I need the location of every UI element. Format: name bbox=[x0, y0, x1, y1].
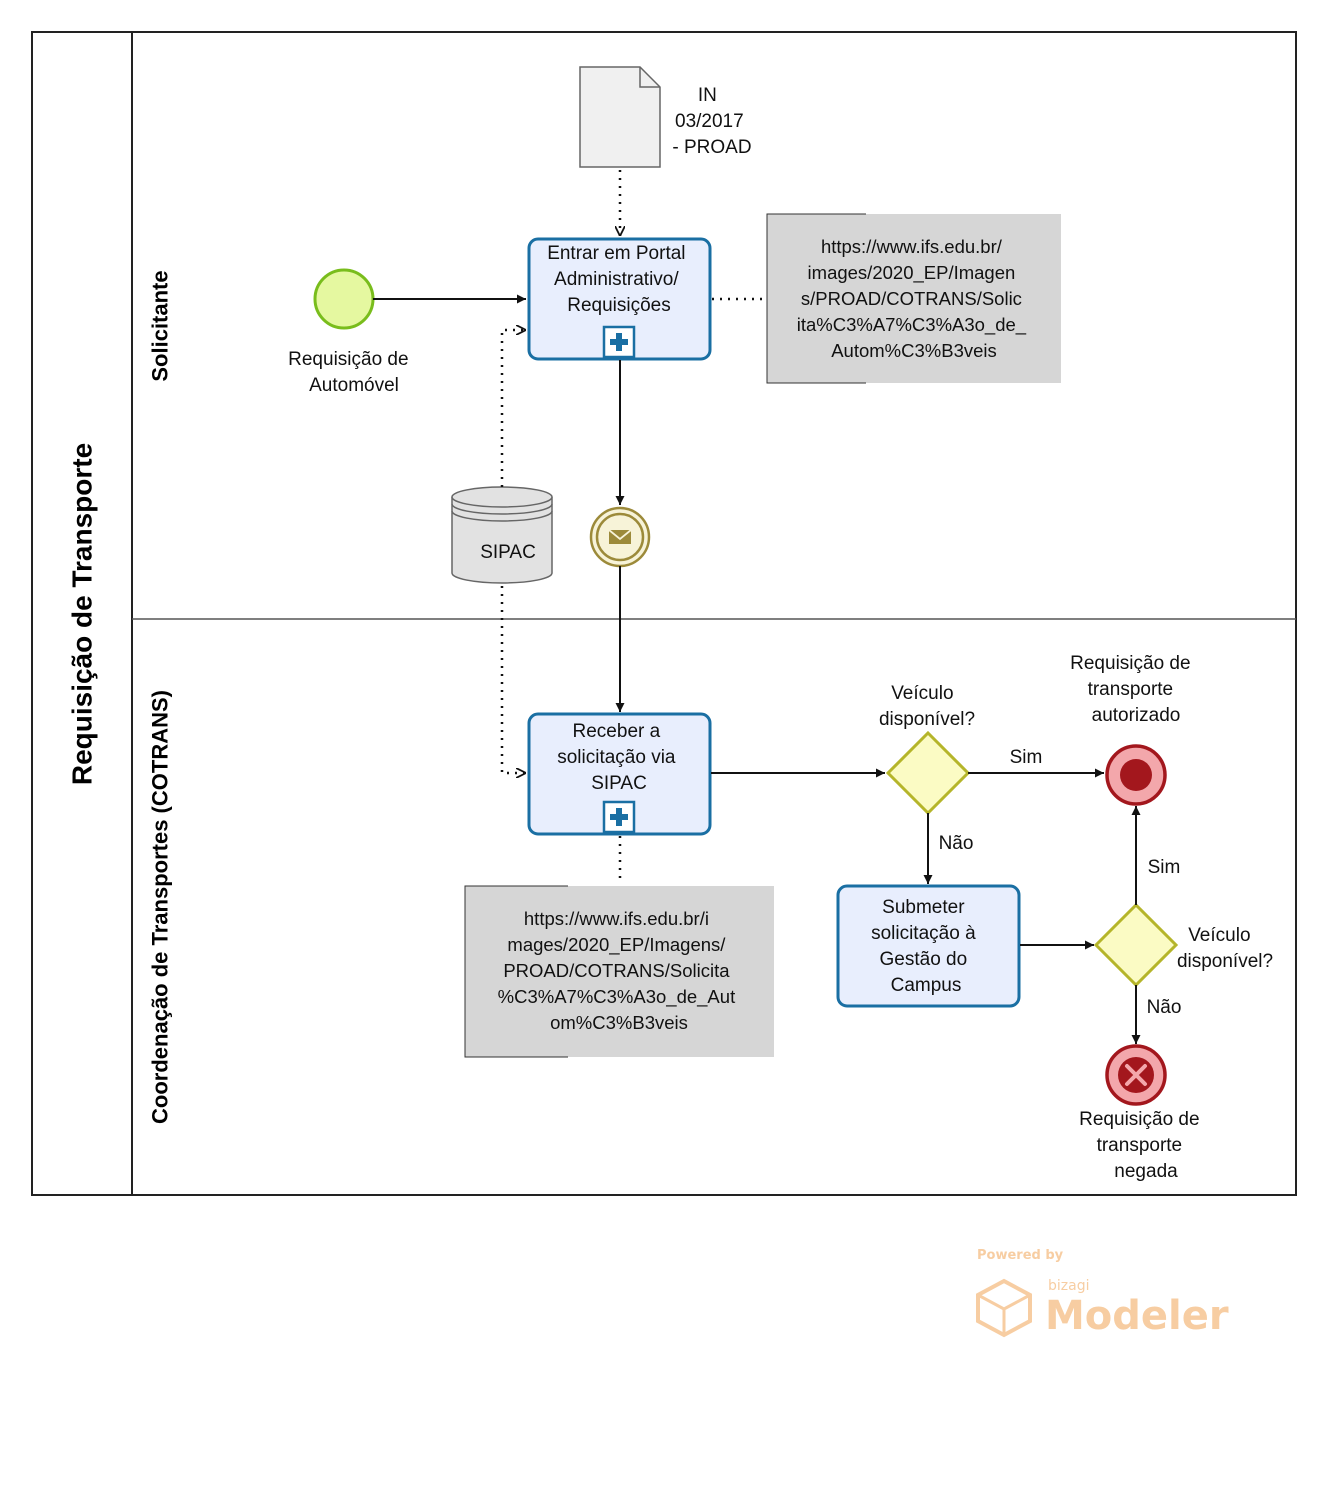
annotation-line: Autom%C3%B3veis bbox=[831, 340, 997, 361]
watermark-product: Modeler bbox=[1045, 1293, 1229, 1339]
task-receber-label: Receber a solicitação via SIPAC bbox=[557, 721, 681, 794]
watermark-brand: bizagi bbox=[1048, 1278, 1089, 1294]
envelope-icon bbox=[608, 529, 632, 544]
document-line: IN bbox=[698, 85, 717, 106]
end-autorizado-label: Requisição de transporte autorizado bbox=[1070, 653, 1196, 726]
task-entrar-portal-label: Entrar em Portal Administrativo/ Requisi… bbox=[547, 243, 691, 316]
task-line: Gestão do bbox=[880, 949, 968, 970]
end-line: Requisição de bbox=[1079, 1109, 1199, 1130]
annotation-line: ita%C3%A7%C3%A3o_de_ bbox=[797, 314, 1027, 336]
start-event-line: Requisição de bbox=[288, 349, 408, 370]
annotation-bottom-text: https://www.ifs.edu.br/i mages/2020_EP/I… bbox=[498, 908, 741, 1033]
gateway-line: Veículo bbox=[1188, 925, 1250, 946]
flow-label-g2-no: Não bbox=[1147, 997, 1182, 1018]
lane-title-cotrans: Coordenação de Transportes (COTRANS) bbox=[148, 690, 173, 1124]
annotation-bottom: https://www.ifs.edu.br/i mages/2020_EP/I… bbox=[464, 885, 774, 1058]
end-negada-label: Requisição de transporte negada bbox=[1079, 1109, 1205, 1182]
message-intermediate-event[interactable] bbox=[589, 506, 651, 568]
task-line: Submeter bbox=[882, 897, 965, 918]
task-line: SIPAC bbox=[591, 773, 647, 794]
lane-title-solicitante: Solicitante bbox=[148, 270, 173, 381]
end-line: autorizado bbox=[1092, 705, 1181, 726]
end-line: transporte bbox=[1097, 1135, 1183, 1156]
end-event-autorizado[interactable] bbox=[1105, 744, 1167, 806]
watermark-powered: Powered by bbox=[977, 1248, 1064, 1263]
annotation-line: https://www.ifs.edu.br/i bbox=[524, 908, 709, 929]
annotation-line: %C3%A7%C3%A3o_de_Aut bbox=[498, 986, 736, 1008]
annotation-line: om%C3%B3veis bbox=[550, 1012, 688, 1033]
task-line: Receber a bbox=[573, 721, 661, 742]
pool-title: Requisição de Transporte bbox=[67, 443, 98, 785]
datastore-sipac: SIPAC bbox=[451, 486, 553, 584]
document-icon bbox=[579, 66, 661, 168]
annotation-top: https://www.ifs.edu.br/ images/2020_EP/I… bbox=[766, 213, 1061, 384]
start-event-line: Automóvel bbox=[309, 375, 399, 396]
subprocess-plus-icon[interactable] bbox=[602, 800, 636, 834]
gateway-line: disponível? bbox=[1177, 951, 1273, 972]
task-submeter-label: Submeter solicitação à Gestão do Campus bbox=[871, 897, 981, 996]
flow-label-g1-yes: Sim bbox=[1010, 747, 1043, 768]
task-line: Requisições bbox=[567, 295, 671, 316]
annotation-line: PROAD/COTRANS/Solicita bbox=[503, 960, 730, 981]
task-line: solicitação à bbox=[871, 923, 976, 944]
task-submeter-solicitacao[interactable]: Submeter solicitação à Gestão do Campus bbox=[836, 884, 1021, 1008]
annotation-line: mages/2020_EP/Imagens/ bbox=[507, 934, 726, 956]
task-line: Campus bbox=[891, 975, 962, 996]
document-line: 03/2017 bbox=[675, 111, 744, 132]
task-line: solicitação via bbox=[557, 747, 676, 768]
start-event-label: Requisição de Automóvel bbox=[288, 349, 414, 396]
annotation-line: images/2020_EP/Imagen bbox=[808, 262, 1016, 284]
flow-label-g1-no: Não bbox=[939, 833, 974, 854]
task-receber-solicitacao[interactable]: Receber a solicitação via SIPAC bbox=[527, 712, 712, 836]
document-label: IN 03/2017 - PROAD bbox=[672, 85, 751, 158]
annotation-line: https://www.ifs.edu.br/ bbox=[821, 236, 1003, 257]
gateway-line: Veículo bbox=[891, 683, 953, 704]
start-event[interactable] bbox=[313, 268, 375, 330]
subprocess-plus-icon[interactable] bbox=[602, 325, 636, 359]
annotation-line: s/PROAD/COTRANS/Solic bbox=[801, 288, 1022, 309]
end-line: negada bbox=[1114, 1161, 1178, 1182]
bizagi-watermark: Powered by bizagi Modeler bbox=[976, 1248, 1229, 1339]
gateway-2-label: Veículo disponível? bbox=[1177, 925, 1273, 972]
annotation-top-text: https://www.ifs.edu.br/ images/2020_EP/I… bbox=[797, 236, 1031, 361]
end-event-negada[interactable] bbox=[1105, 1044, 1167, 1106]
task-entrar-portal[interactable]: Entrar em Portal Administrativo/ Requisi… bbox=[527, 237, 712, 361]
end-line: Requisição de bbox=[1070, 653, 1190, 674]
datastore-label: SIPAC bbox=[480, 542, 536, 563]
end-line: transporte bbox=[1088, 679, 1174, 700]
document-line: - PROAD bbox=[672, 137, 751, 158]
bizagi-logo-icon bbox=[976, 1278, 1032, 1338]
gateway-1-label: Veículo disponível? bbox=[879, 683, 975, 730]
gateway-line: disponível? bbox=[879, 709, 975, 730]
error-x-icon bbox=[1118, 1057, 1154, 1093]
task-line: Entrar em Portal bbox=[547, 243, 685, 264]
task-line: Administrativo/ bbox=[554, 269, 679, 290]
flow-label-g2-yes: Sim bbox=[1148, 857, 1181, 878]
